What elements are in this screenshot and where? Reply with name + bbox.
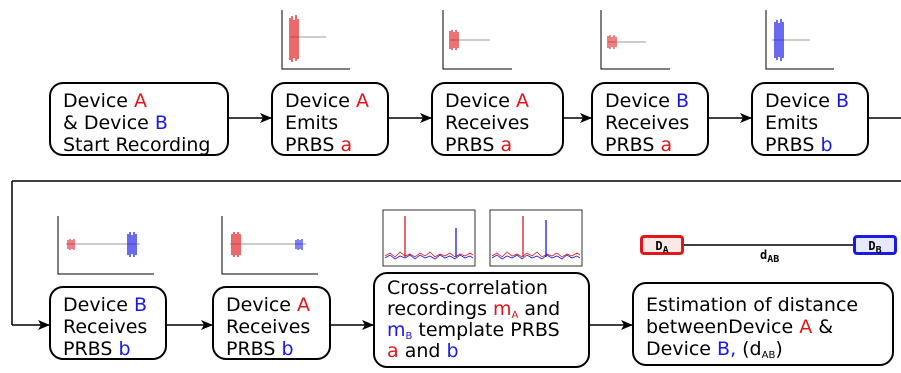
step-a-receives-b: Device A Receives PRBS b (212, 286, 331, 360)
recording-m-b: mB (387, 319, 413, 342)
label: (dAB) (736, 338, 783, 361)
label: Estimation of distance (646, 294, 859, 316)
prbs-a-label: a (387, 340, 399, 362)
device-b-label: B (154, 112, 168, 134)
prbs-b-label: b (281, 338, 294, 360)
device-b-label: B (134, 294, 148, 316)
label: recordings (387, 298, 494, 320)
device-b-label: B (836, 90, 850, 112)
prbs-b-label: b (820, 134, 833, 156)
label: Device (63, 294, 135, 316)
label: and (398, 340, 447, 362)
plot-receive-b-by-b (57, 216, 154, 275)
step-b-receives-a: Device B Receives PRBS a (591, 82, 709, 156)
device-b-tag: DB (853, 235, 897, 256)
label: PRBS (765, 134, 821, 156)
plot-receive-b-by-a (221, 216, 318, 275)
label: Device (605, 90, 677, 112)
label: Receives (605, 112, 690, 134)
label: Device (646, 338, 718, 360)
label: Device (765, 90, 837, 112)
label: & Device (63, 112, 155, 134)
plot-receive-a-by-b (600, 10, 670, 70)
plot-xcorr-b (489, 209, 583, 267)
plot-emit-b (765, 10, 834, 70)
label: PRBS (445, 134, 501, 156)
plot-emit-a (281, 10, 350, 70)
connectors (11, 113, 901, 330)
label: PRBS (226, 338, 282, 360)
device-b-label: B, (717, 338, 737, 360)
step-b-receives-b: Device B Receives PRBS b (49, 286, 167, 360)
prbs-a-label: a (660, 134, 673, 156)
prbs-a-label: a (500, 134, 513, 156)
step-start-recording: Device A & Device B Start Recording (49, 82, 229, 156)
plot-xcorr-a (382, 209, 476, 267)
label: template PRBS (412, 319, 560, 341)
prbs-a-label: a (340, 134, 353, 156)
step-a-emits-a: Device A Emits PRBS a (271, 82, 389, 156)
label: PRBS (285, 134, 341, 156)
label: Receives (226, 316, 311, 338)
step-b-emits-b: Device B Emits PRBS b (751, 82, 869, 156)
label: PRBS (63, 338, 119, 360)
label: and (518, 298, 561, 320)
label: PRBS (605, 134, 661, 156)
step-cross-correlation: Cross-correlation recordings mA and mB t… (373, 272, 590, 368)
device-a-tag: DA (640, 235, 684, 256)
label: Receives (445, 112, 530, 134)
label: Emits (285, 112, 339, 134)
step-a-receives-a: Device A Receives PRBS a (431, 82, 564, 156)
label: Device (63, 90, 135, 112)
device-a-label: A (799, 316, 813, 338)
recording-m-a: mA (493, 298, 519, 321)
prbs-b-label: b (118, 338, 131, 360)
prbs-b-label: b (446, 340, 459, 362)
label: Cross-correlation (387, 277, 548, 299)
device-b-label: B (676, 90, 690, 112)
device-a-label: A (134, 90, 148, 112)
device-a-label: A (356, 90, 370, 112)
label: Start Recording (63, 134, 211, 156)
label: Device (226, 294, 298, 316)
device-a-label: A (516, 90, 530, 112)
step-distance-estimation: Estimation of distance betweenDevice A &… (632, 282, 894, 366)
plot-receive-a-by-a (442, 10, 512, 70)
label: Device (285, 90, 357, 112)
device-a-label: A (297, 294, 311, 316)
label: & (812, 316, 834, 338)
distance-label: dAB (760, 248, 780, 265)
label: Emits (765, 112, 819, 134)
label: betweenDevice (646, 316, 800, 338)
label: Device (445, 90, 517, 112)
label: Receives (63, 316, 148, 338)
